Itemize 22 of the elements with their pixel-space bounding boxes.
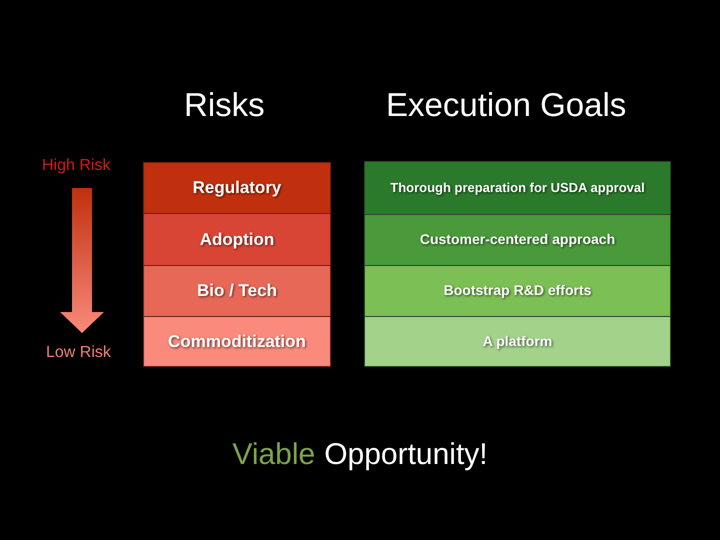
scale-label: High Risk — [42, 158, 110, 174]
column-heading: Execution Goals — [386, 88, 626, 121]
goal-box — [364, 161, 671, 215]
scale-label: Low Risk — [46, 345, 111, 361]
risk-box — [143, 162, 331, 214]
box-text: Regulatory — [192, 177, 282, 199]
risk-box — [143, 213, 331, 266]
goal-box — [364, 316, 671, 367]
box-text: Bio / Tech — [197, 280, 277, 302]
column-heading: Risks — [184, 88, 265, 121]
goal-box — [364, 214, 671, 266]
box-text: Adoption — [200, 228, 274, 250]
conclusion-text: Viable — [232, 440, 316, 470]
box-text: A platform — [482, 332, 552, 350]
box-text: Commoditization — [168, 330, 306, 352]
goal-box — [364, 265, 671, 317]
box-text: Customer-centered approach — [420, 231, 616, 249]
risk-box — [143, 316, 331, 367]
risk-box — [143, 265, 331, 317]
box-text: Thorough preparation for USDA approval — [390, 180, 645, 196]
box-text: Bootstrap R&D efforts — [444, 282, 592, 300]
conclusion-text: Opportunity! — [324, 440, 488, 470]
